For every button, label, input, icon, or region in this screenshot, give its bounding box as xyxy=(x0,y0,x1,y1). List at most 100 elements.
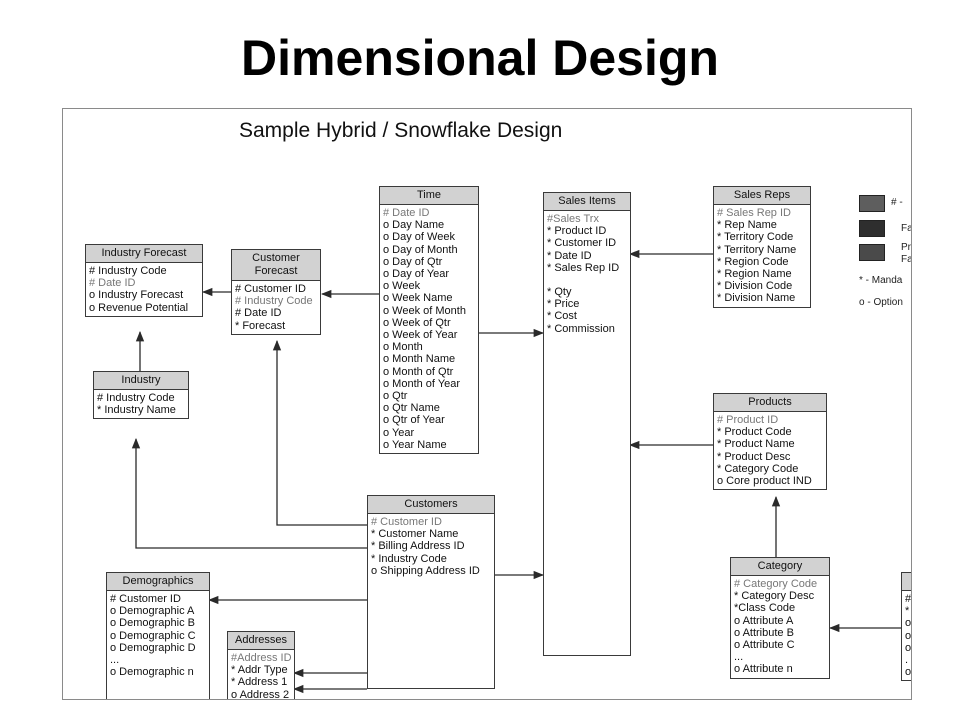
entity-attribute: o Week of Qtr xyxy=(383,316,451,329)
legend-text-1: # - xyxy=(891,197,903,208)
entity-attribute: o Week of Year xyxy=(383,329,458,342)
entity-attribute: o Day Name xyxy=(383,219,445,232)
diagram-title: Sample Hybrid / Snowflake Design xyxy=(239,119,563,142)
entity-title: Time xyxy=(380,187,478,205)
entity-attribute: * Rep Name xyxy=(717,219,777,232)
entity-attribute: o Week of Month xyxy=(383,304,466,317)
entity-title: Products xyxy=(714,394,826,412)
entity-attribute: *Class Code xyxy=(734,602,796,615)
entity-attribute: # Industry Code xyxy=(97,392,175,404)
entity-attribute: # Date ID xyxy=(383,207,430,219)
entity-title: Demographics xyxy=(107,573,209,591)
legend-swatch-2 xyxy=(859,220,885,237)
diagram-frame: Sample Hybrid / Snowflake Design Industr… xyxy=(62,108,912,700)
entity-attribute: o Demographic C xyxy=(110,629,196,642)
entity-attribute: o Demographic n xyxy=(110,666,194,679)
entity-attribute: * Sales Rep ID xyxy=(547,261,620,274)
entity-attribute: * Price xyxy=(547,298,580,311)
entity-title: Industry xyxy=(94,372,188,390)
entity-attribute-list: # Product ID* Product Code* Product Name… xyxy=(714,412,826,489)
entity-attribute: * Division Name xyxy=(717,292,796,305)
entity-attribute: o Month of Year xyxy=(383,377,461,390)
entity-attribute: * Territory Name xyxy=(717,243,797,256)
entity-attribute: o Address 2 xyxy=(231,688,290,700)
slide-title: Dimensional Design xyxy=(241,30,719,86)
entity-attribute-list: # Category Code* Category Desc*Class Cod… xyxy=(731,576,829,678)
legend-mandatory: * - Manda xyxy=(859,275,903,286)
entity-attribute: # Industry Code xyxy=(235,295,313,308)
entity-attribute: * Address 1 xyxy=(231,676,288,689)
entity-attribute: # Customer ID xyxy=(371,516,442,528)
entity-title: Customer Forecast xyxy=(232,250,320,281)
entity-title: Category xyxy=(731,558,829,576)
rel-customers-to-industry xyxy=(131,437,367,549)
entity-attribute: * Category Desc xyxy=(734,590,815,603)
entity-attribute: o Revenue Potential xyxy=(89,301,189,314)
entity-title: Sales Items xyxy=(544,193,630,211)
entity-attribute-list: #Sales Trx* Product ID* Customer ID* Dat… xyxy=(544,211,630,337)
entity-addresses: Addresses#Address ID* Addr Type* Address… xyxy=(227,631,295,700)
entity-attribute: o Month xyxy=(383,341,423,354)
entity-attribute-list: # Customer ID* Customer Name* Billing Ad… xyxy=(368,514,494,579)
entity-attribute: o Day of Month xyxy=(383,243,458,256)
rel-customers-to-customer-forecast xyxy=(272,339,367,526)
legend-swatch-3 xyxy=(859,244,885,261)
entity-attribute: o Day of Qtr xyxy=(383,255,443,268)
entity-attribute: * Product Code xyxy=(717,426,792,439)
entity-attribute: o Attribute A xyxy=(734,614,794,627)
entity-attribute: # Sales Rep ID xyxy=(717,207,791,219)
entity-attribute: * Category Code xyxy=(717,462,799,475)
entity-attribute: # Category Code xyxy=(734,578,818,590)
entity-attribute: * Customer Name xyxy=(371,528,459,541)
entity-attribute: o Week xyxy=(383,280,421,293)
entity-title: Sales Reps xyxy=(714,187,810,205)
entity-attribute: o Day of Week xyxy=(383,231,455,244)
entity-attribute: * Industry Name xyxy=(97,404,176,417)
entity-attribute: o Attribute B xyxy=(734,626,794,639)
entity-attribute: * Forecast xyxy=(235,319,286,332)
entity-attribute xyxy=(547,274,627,286)
entity-attribute-list: # Customer ID# Industry Code# Date ID* F… xyxy=(232,281,320,334)
entity-attribute: o Month Name xyxy=(383,353,456,366)
entity-attribute: o Year Name xyxy=(383,438,447,451)
relationship-lines xyxy=(131,249,911,694)
legend-text-2: Fa xyxy=(901,223,912,234)
entity-customers: Customers# Customer ID* Customer Name* B… xyxy=(367,495,495,689)
legend-text-3b: Fa xyxy=(901,254,912,265)
entity-attribute: o Day of Year xyxy=(383,268,450,281)
entity-attribute: o Attribute C xyxy=(734,639,795,652)
entity-attribute: * Division Code xyxy=(717,280,793,293)
entity-industry-forecast: Industry Forecast# Industry Code# Date I… xyxy=(85,244,203,317)
entity-customer-forecast: Customer Forecast# Customer ID# Industry… xyxy=(231,249,321,335)
entity-title: Addresses xyxy=(228,632,294,650)
entity-attribute: ... xyxy=(110,654,120,667)
entity-attribute: * Industry Code xyxy=(371,552,447,565)
entity-attribute: # Industry Code xyxy=(89,265,167,277)
entity-title: Customers xyxy=(368,496,494,514)
entity-title xyxy=(902,573,911,591)
entity-attribute: #Address ID xyxy=(231,652,292,664)
entity-attribute: # xyxy=(905,593,912,605)
entity-attribute: o Qtr xyxy=(383,390,408,403)
entity-attribute: o Demographic B xyxy=(110,617,195,630)
entity-attribute: * Cost xyxy=(547,310,577,323)
entity-sales-reps: Sales Reps # Sales Rep ID* Rep Name * Terr… xyxy=(713,186,811,308)
entity-attribute: o xyxy=(905,617,912,630)
entity-attribute: o Shipping Address ID xyxy=(371,564,480,577)
legend-optional: o - Option xyxy=(859,297,903,308)
entity-attribute: o xyxy=(905,629,912,642)
entity-attribute: #Sales Trx xyxy=(547,213,599,225)
entity-attribute: * xyxy=(905,605,910,618)
entity-attribute: * Product ID xyxy=(547,225,607,238)
entity-attribute: # Customer ID xyxy=(235,283,306,295)
entity-attribute: * Region Name xyxy=(717,268,792,281)
entity-attribute: o Week Name xyxy=(383,292,453,305)
